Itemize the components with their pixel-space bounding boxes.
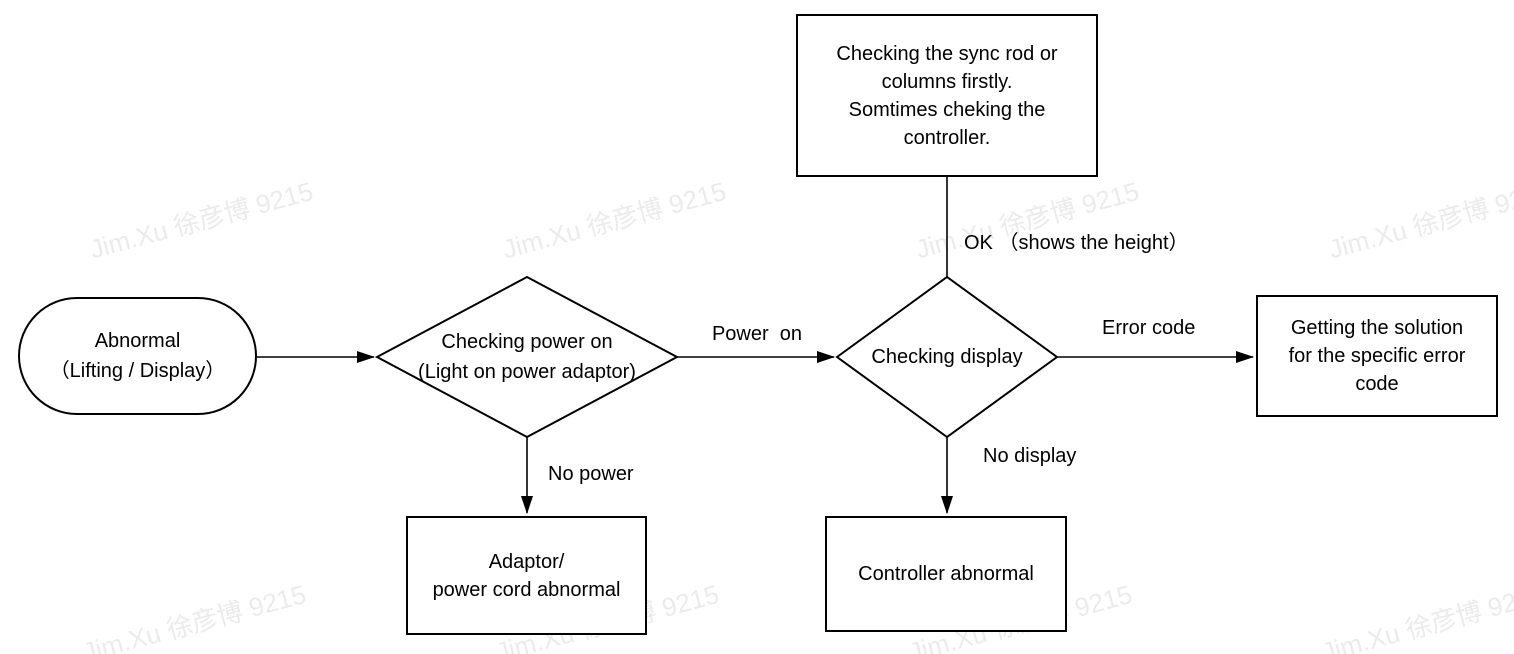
edge-label-ok: OK （shows the height） (964, 232, 1189, 254)
decision-check-power-shape (374, 275, 680, 439)
edge-label-no-display: No display (983, 445, 1077, 467)
node-check-sync-rod: Checking the sync rod or columns firstly… (796, 14, 1098, 177)
node-text-line: code (1355, 373, 1399, 395)
node-get-solution: Getting the solution for the specific er… (1256, 295, 1498, 417)
node-text-line: controller. (903, 126, 991, 149)
node-text-line: Checking the sync rod or (836, 42, 1058, 65)
node-text-line: Checking power on (441, 331, 613, 353)
node-text-line: Controller abnormal (858, 563, 1034, 585)
node-text-line: (Light on power adaptor) (418, 361, 636, 383)
node-text-line: columns firstly. (881, 70, 1013, 93)
node-adaptor-abnormal: Adaptor/ power cord abnormal (406, 516, 647, 635)
decision-check-display-shape (835, 275, 1059, 439)
node-text-line: （Lifting / Display） (49, 360, 226, 382)
node-text-line: Checking display (871, 346, 1023, 368)
edge-label-no-power: No power (548, 463, 634, 485)
node-check-display: Checking display (837, 277, 1057, 437)
node-controller-abnormal: Controller abnormal (825, 516, 1067, 632)
node-text-line: Adaptor/ (488, 550, 565, 573)
node-check-power: Checking power on (Light on power adapto… (377, 277, 677, 437)
node-text-line: Getting the solution (1290, 317, 1464, 339)
node-text-line: Somtimes cheking the (848, 98, 1046, 121)
edge-label-power-on: Power on (711, 323, 803, 345)
node-start: Abnormal （Lifting / Display） (18, 297, 257, 415)
node-text-line: Abnormal (94, 330, 181, 352)
edge-label-error-code: Error code (1102, 317, 1196, 339)
node-text-line: power cord abnormal (432, 578, 621, 601)
node-text-line: for the specific error (1288, 345, 1466, 367)
